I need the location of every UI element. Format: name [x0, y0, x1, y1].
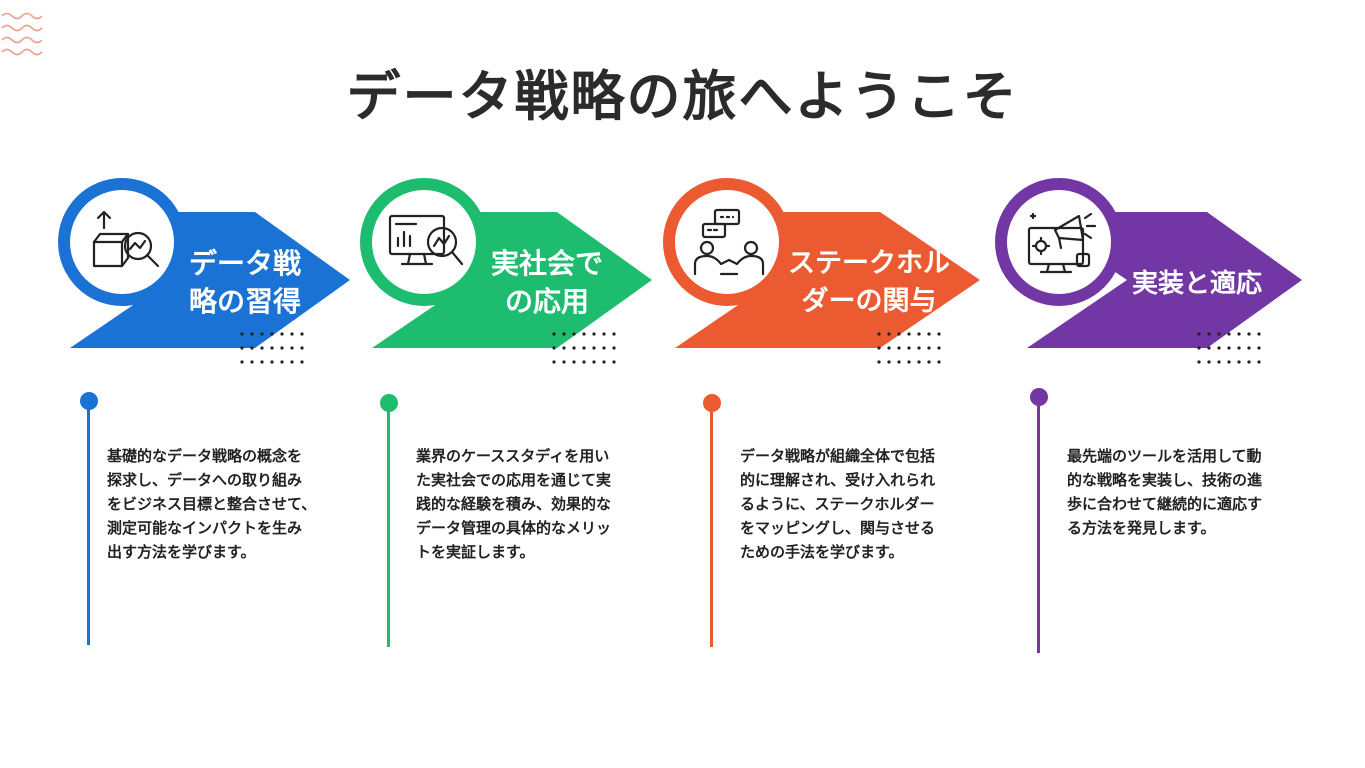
step-1-description: 基礎的なデータ戦略の概念を 探求し、データへの取り組み をビジネス目標と整合させ… — [107, 447, 317, 561]
step-2-arrow — [360, 178, 652, 348]
decorative-waves — [1, 12, 43, 56]
step-2: 実社会で の応用 業界のケーススタディを用い た実社会での応用を通じて実 践的な… — [360, 170, 662, 660]
step-1-timeline-dot — [80, 392, 98, 410]
step-3-timeline-dot — [703, 394, 721, 412]
step-3: ステークホル ダーの関与 データ戦略が組織全体で包括 的に理解され、受け入れられ… — [663, 170, 980, 660]
step-3-timeline-line — [710, 407, 713, 647]
monitor-magnifier-icon — [388, 214, 464, 266]
step-1-arrow — [58, 178, 350, 348]
step-3-dots — [877, 332, 941, 364]
step-2-dots — [552, 332, 616, 364]
step-2-timeline-line — [387, 407, 390, 647]
step-3-description: データ戦略が組織全体で包括 的に理解され、受け入れられ るように、ステークホルダ… — [740, 447, 936, 561]
page-title: データ戦略の旅へようこそ — [346, 65, 1019, 128]
step-2-label: 実社会で の応用 — [490, 247, 603, 318]
step-2-description: 業界のケーススタディを用い た実社会での応用を通じて実 践的な経験を積み、効果的… — [416, 447, 612, 561]
step-1-timeline-line — [87, 405, 90, 645]
step-1-dots — [240, 332, 304, 364]
step-3-label: ステークホル ダーの関与 — [788, 248, 950, 317]
step-4-label: 実装と適応 — [1131, 269, 1262, 299]
step-4-dots — [1197, 332, 1261, 364]
step-1: データ戦 略の習得 基礎的なデータ戦略の概念を 探求し、データへの取り組み をビ… — [58, 170, 360, 660]
people-chat-icon — [693, 208, 765, 276]
step-4-description: 最先端のツールを活用して動 的な戦略を実装し、技術の進 歩に合わせて継続的に適応… — [1067, 447, 1263, 537]
megaphone-monitor-icon — [1027, 212, 1097, 274]
box-magnifier-icon — [92, 210, 160, 268]
step-4-timeline-dot — [1030, 388, 1048, 406]
step-4-timeline-line — [1037, 401, 1040, 653]
step-2-timeline-dot — [380, 394, 398, 412]
step-1-label: データ戦 略の習得 — [188, 247, 301, 318]
step-4: 実装と適応 最先端のツールを活用して動 的な戦略を実装し、技術の進 歩に合わせて… — [995, 170, 1302, 660]
